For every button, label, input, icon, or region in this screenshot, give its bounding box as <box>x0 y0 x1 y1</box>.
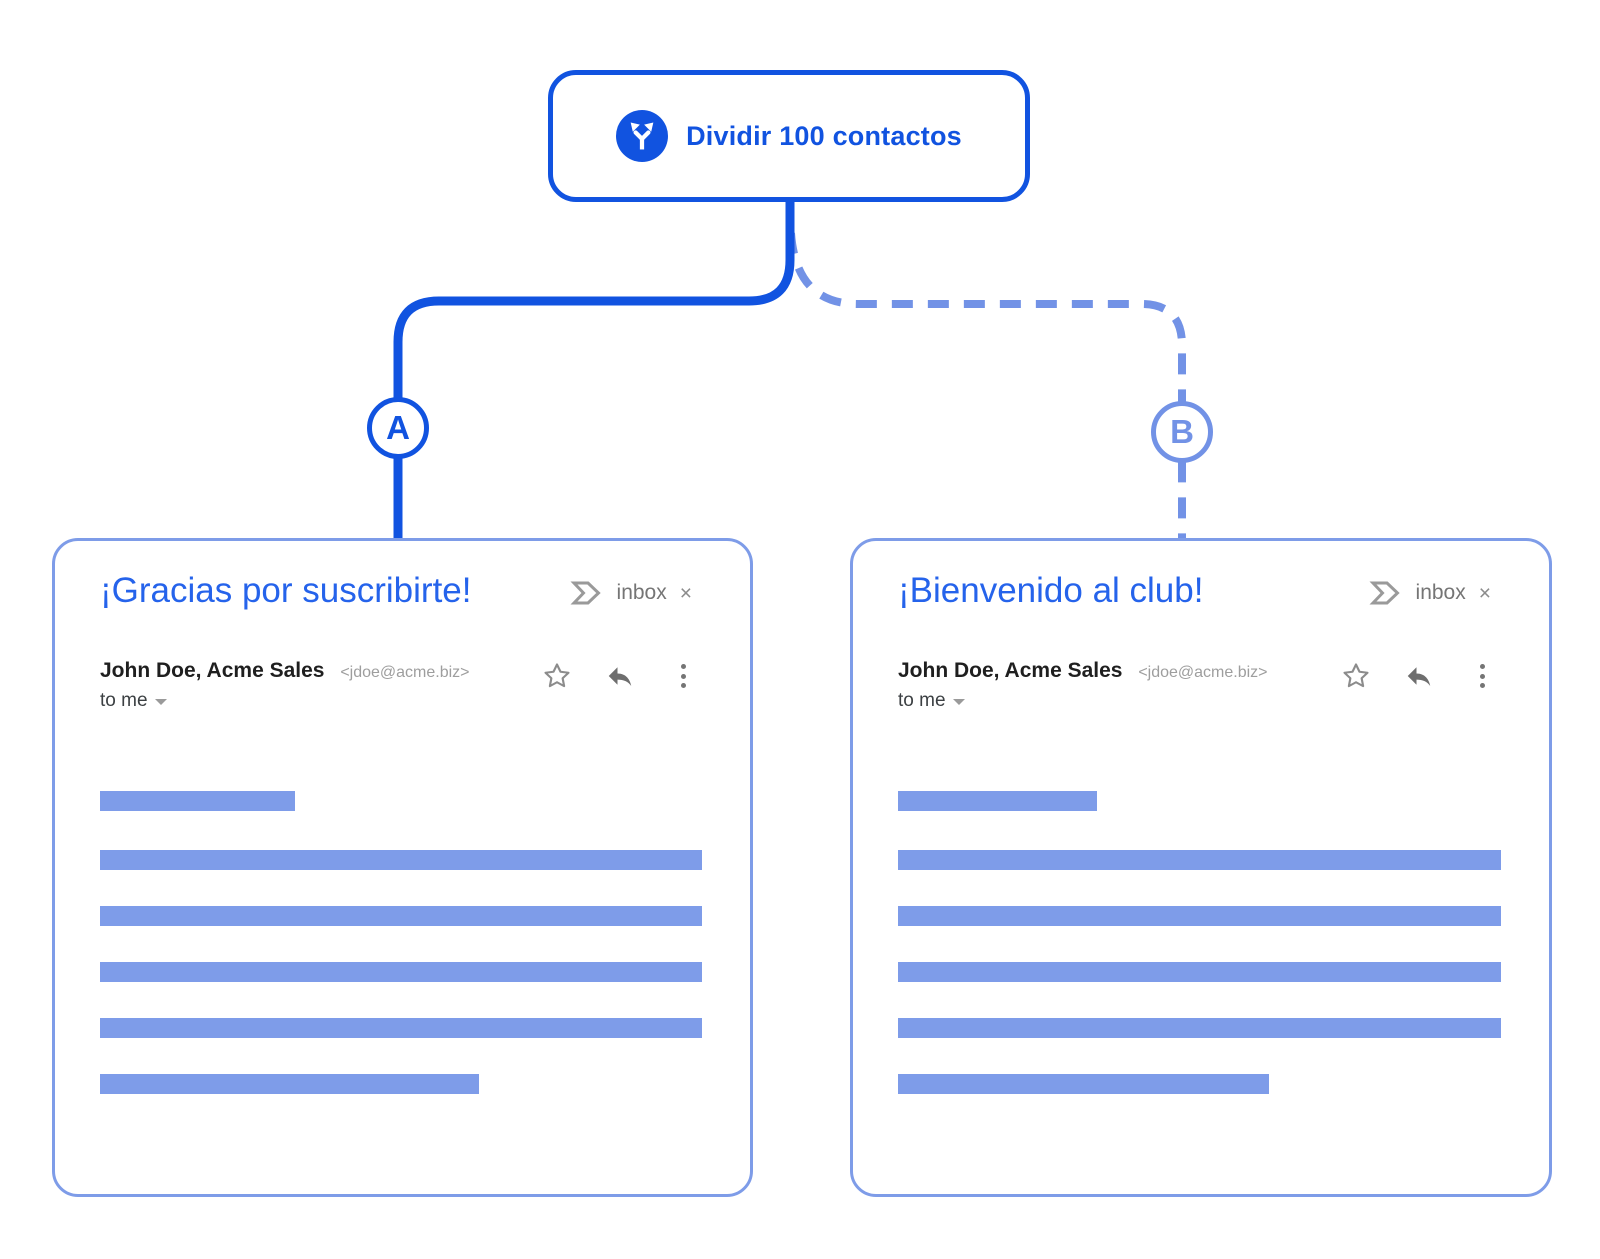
recipient-label: to me <box>898 690 946 711</box>
content-placeholder-bar <box>898 1074 1269 1094</box>
split-node-label: Dividir 100 contactos <box>686 120 962 151</box>
star-button[interactable] <box>1341 661 1371 691</box>
remove-label-icon[interactable]: × <box>1478 581 1491 605</box>
content-placeholder-bar <box>100 906 702 926</box>
content-placeholder-bar <box>898 791 1097 811</box>
star-button[interactable] <box>542 661 572 691</box>
email-actions <box>1341 661 1497 691</box>
inbox-label-group: inbox × <box>568 575 692 611</box>
recipient-dropdown[interactable]: to me <box>100 690 470 712</box>
inbox-label-group: inbox × <box>1367 575 1491 611</box>
sender-address: <jdoe@acme.biz> <box>1138 664 1268 681</box>
sender-name: John Doe, Acme Sales <box>100 659 325 682</box>
content-placeholder-bar <box>898 850 1501 870</box>
more-options-button[interactable] <box>668 661 698 691</box>
sender-block: John Doe, Acme Sales <jdoe@acme.biz> to … <box>100 659 470 712</box>
branch-a-badge: A <box>367 397 429 459</box>
inbox-label: inbox <box>1415 581 1466 604</box>
sender-name: John Doe, Acme Sales <box>898 659 1123 682</box>
email-body-placeholder <box>100 791 702 1130</box>
sender-address: <jdoe@acme.biz> <box>340 664 470 681</box>
split-icon <box>616 110 669 162</box>
label-arrow-icon <box>1369 581 1400 605</box>
recipient-label: to me <box>100 690 148 711</box>
label-arrow-icon <box>570 581 601 605</box>
reply-button[interactable] <box>605 661 635 691</box>
more-options-button[interactable] <box>1467 661 1497 691</box>
chevron-down-icon <box>154 699 167 705</box>
sender-block: John Doe, Acme Sales <jdoe@acme.biz> to … <box>898 659 1268 712</box>
email-actions <box>542 661 698 691</box>
email-subject: ¡Gracias por suscribirte! <box>100 571 472 610</box>
content-placeholder-bar <box>898 962 1501 982</box>
email-subject: ¡Bienvenido al club! <box>898 571 1204 610</box>
email-card-b: ¡Bienvenido al club! inbox × John Doe, A… <box>850 538 1552 1197</box>
inbox-label: inbox <box>616 581 667 604</box>
content-placeholder-bar <box>100 791 296 811</box>
reply-button[interactable] <box>1404 661 1434 691</box>
content-placeholder-bar <box>100 962 702 982</box>
content-placeholder-bar <box>100 1018 702 1038</box>
content-placeholder-bar <box>898 1018 1501 1038</box>
remove-label-icon[interactable]: × <box>679 581 692 605</box>
branch-b-badge: B <box>1151 401 1213 463</box>
chevron-down-icon <box>952 699 965 705</box>
content-placeholder-bar <box>100 850 702 870</box>
branch-a-line <box>393 200 795 540</box>
email-body-placeholder <box>898 791 1501 1130</box>
email-card-a: ¡Gracias por suscribirte! inbox × John D… <box>52 538 753 1197</box>
split-node[interactable]: Dividir 100 contactos <box>548 70 1030 202</box>
content-placeholder-bar <box>898 906 1501 926</box>
branch-b-line <box>787 232 1186 540</box>
recipient-dropdown[interactable]: to me <box>898 690 1268 712</box>
content-placeholder-bar <box>100 1074 480 1094</box>
